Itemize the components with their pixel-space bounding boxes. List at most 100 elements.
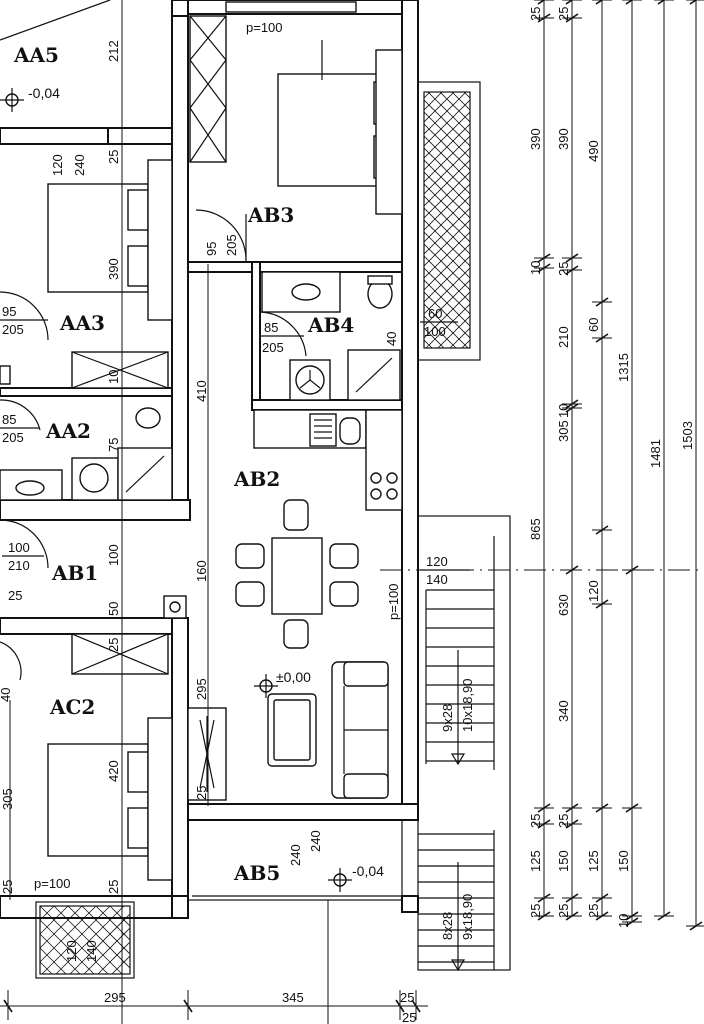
stair-outline — [417, 515, 511, 971]
right-dim-col2-8: 25 — [556, 814, 571, 828]
door-ac2-label: p=100 — [34, 876, 71, 891]
right-dim-col1-1: 390 — [528, 128, 543, 150]
dim-balcony-120: 120 — [64, 940, 79, 962]
door-ab3-label: p=100 — [246, 20, 283, 35]
kitchen-sink-drainer — [309, 413, 361, 447]
wall-ab3-bottom — [187, 261, 403, 273]
wall-corner-top-left — [171, 0, 189, 17]
room-label-ac2: AC2 — [49, 695, 95, 719]
window-ab2-140: 140 — [426, 572, 448, 587]
wall-ab2-bottom — [187, 803, 419, 821]
right-dim-col2-1: 390 — [556, 128, 571, 150]
dim-25b: 25 — [106, 638, 121, 652]
right-dim-col3-3: 125 — [586, 850, 601, 872]
wall-left-unit-right — [171, 0, 189, 521]
right-dim-col2-6: 630 — [556, 594, 571, 616]
right-dim-col5-0: 1481 — [648, 439, 663, 468]
terrace-ab5 — [187, 819, 403, 901]
dim-305: 305 — [0, 788, 15, 810]
column-ab5 — [401, 895, 419, 913]
right-dim-col1-6: 25 — [528, 904, 543, 918]
right-dim-col1-0: 25 — [528, 7, 543, 21]
window-aa2-205: 205 — [2, 430, 24, 445]
dim-410: 410 — [194, 380, 209, 402]
right-dim-col2-9: 150 — [556, 850, 571, 872]
chair-right-b — [329, 581, 359, 607]
balcony-right-hatch — [424, 92, 470, 348]
window-aa3-95: 95 — [2, 304, 16, 319]
wall-aa2-bottom — [0, 499, 191, 521]
stair-upper-10x1890: 10x18,90 — [460, 679, 475, 733]
wall-aa5-bottom — [0, 127, 111, 145]
dim-ab4-40: 40 — [384, 332, 399, 346]
roof-line — [0, 0, 111, 41]
dim-ab5-240b: 240 — [308, 830, 323, 852]
right-dim-col2-0: 25 — [556, 7, 571, 21]
chair-left-b — [235, 581, 265, 607]
right-dim-col4-1: 150 — [616, 850, 631, 872]
dim-25d: 25 — [0, 880, 15, 894]
main-unit-ab: p=100 AB3 95 205 60 100 AB4 85 205 — [171, 0, 481, 919]
stair-upper-9x28: 9x28 — [440, 704, 455, 732]
left-unit: AA5 -0,04 AA3 95 205 AA2 85 205 — [0, 0, 191, 979]
room-label-aa3: AA3 — [59, 311, 105, 335]
room-label-ab5: AB5 — [233, 861, 280, 885]
wall-ab4-bottom — [251, 399, 403, 411]
right-dim-col4-2: 10 — [616, 914, 631, 928]
dim-390: 390 — [106, 258, 121, 280]
dim-aa3-240: 240 — [72, 154, 87, 176]
wardrobe-ab3 — [189, 15, 227, 163]
level-marker-aa5 — [0, 88, 24, 112]
wardrobe-aa3 — [147, 159, 173, 321]
level-text-living: ±0,00 — [276, 669, 311, 685]
right-dim-col1-4: 25 — [528, 814, 543, 828]
socket-aa3 — [0, 365, 11, 385]
wall-ac2-bottom — [0, 895, 189, 919]
window-ab4-205: 205 — [262, 340, 284, 355]
level-text-aa5: -0,04 — [28, 85, 60, 101]
room-label-ab4: AB4 — [307, 313, 354, 337]
chair-right-a — [329, 543, 359, 569]
window-ab4-85: 85 — [264, 320, 278, 335]
dim-50: 50 — [106, 602, 121, 616]
bottom-dim-25: 25 — [400, 990, 414, 1005]
wall-ac2-right — [171, 617, 189, 919]
right-dimension-chains: 2539010865251252539025210103056303402515… — [528, 0, 704, 931]
door-arc-aa3 — [0, 291, 49, 341]
door-arc-ac2 — [0, 641, 22, 681]
stairs: 9x28 10x18,90 8x28 9x18,90 — [417, 515, 511, 972]
dim-212: 212 — [106, 40, 121, 62]
dim-75: 75 — [106, 438, 121, 452]
dim-ab1-25: 25 — [8, 588, 22, 603]
door-arc-ab3 — [195, 209, 247, 261]
window-aa3-205: 205 — [2, 322, 24, 337]
window-ab2-120: 120 — [426, 554, 448, 569]
right-dim-col1-2: 10 — [528, 261, 543, 275]
right-dim-col2-10: 25 — [556, 904, 571, 918]
chair-bottom — [283, 619, 309, 649]
chair-top — [283, 499, 309, 531]
stairs-upper-flight — [425, 589, 494, 764]
right-dim-col1-3: 865 — [528, 518, 543, 540]
level-marker-living — [254, 674, 278, 698]
balcony-left-hatch — [39, 905, 131, 975]
toilet-aa2 — [135, 407, 161, 429]
door-ab3-95: 95 — [204, 242, 219, 256]
cooktop — [370, 472, 398, 500]
room-label-aa5: AA5 — [13, 43, 59, 67]
stair-lower-9x1890: 9x18,90 — [460, 894, 475, 940]
window-ab1-210: 210 — [8, 558, 30, 573]
door-arc-aa2 — [0, 399, 41, 431]
door-ab2-label: p=100 — [386, 583, 401, 620]
bottom-dimension-chain: 295 345 25 25 — [0, 900, 428, 1024]
pillow-aa3-a — [127, 189, 149, 231]
bottom-dim-25b: 25 — [402, 1010, 416, 1024]
dining-table — [271, 537, 323, 615]
wardrobe-ac2 — [147, 717, 173, 881]
dim-ab5-240a: 240 — [288, 844, 303, 866]
wall-ab1-bottom — [0, 617, 189, 635]
right-dim-col6-0: 1503 — [680, 421, 695, 450]
wall-ab4-left — [251, 261, 261, 403]
right-dim-col4-0: 1315 — [616, 353, 631, 382]
